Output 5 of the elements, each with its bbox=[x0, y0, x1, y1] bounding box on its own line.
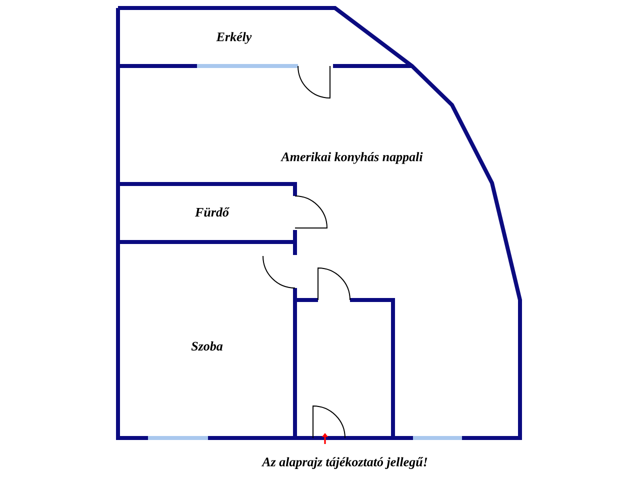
room-label: Fürdő bbox=[195, 207, 230, 217]
caption: Az alaprajz tájékoztató jellegű! bbox=[261, 457, 428, 469]
room-label: Amerikai konyhás nappali bbox=[280, 152, 423, 164]
room-label: Szoba bbox=[191, 341, 223, 351]
room-label: Erkély bbox=[216, 32, 252, 44]
